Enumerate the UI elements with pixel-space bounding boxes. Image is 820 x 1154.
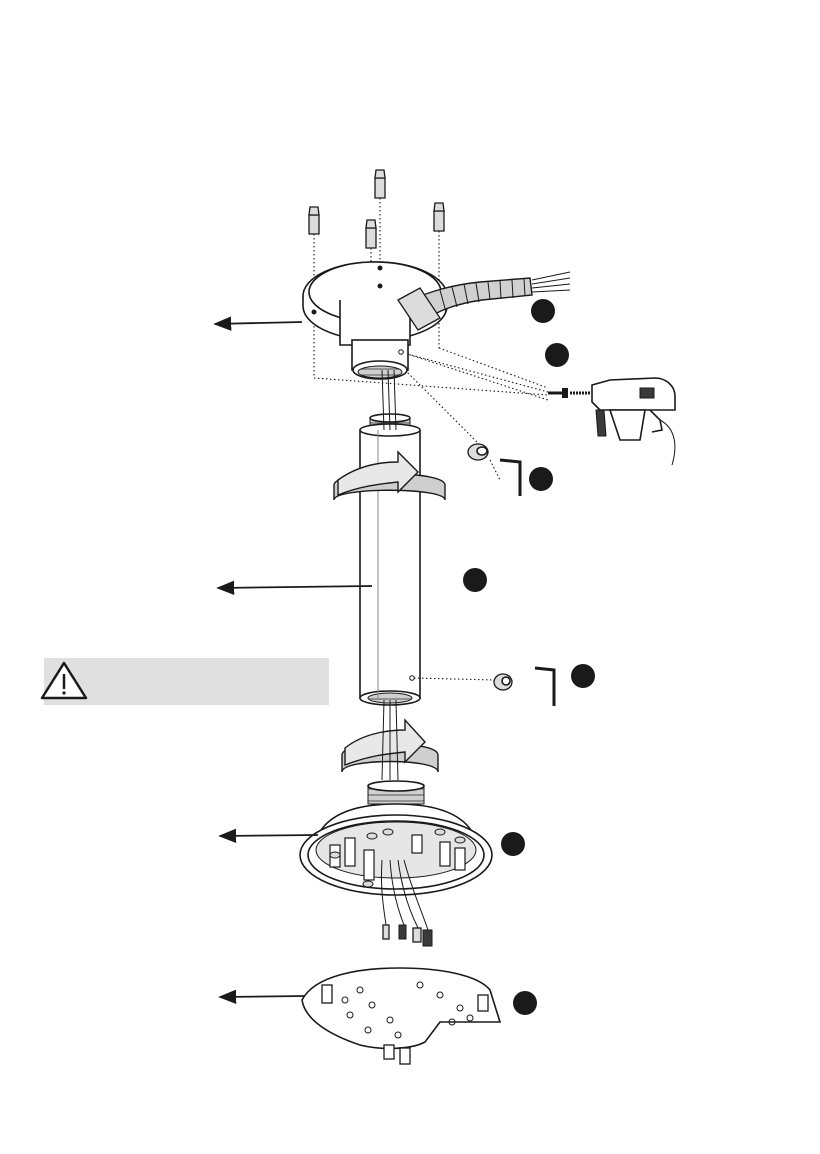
step-marker: [571, 664, 595, 688]
drill-icon: [570, 378, 675, 465]
wall-anchor-group: [309, 170, 444, 248]
mounting-plate: [302, 968, 500, 1064]
step-marker: [501, 832, 525, 856]
step-marker: [545, 343, 569, 367]
adapter-dome: [300, 781, 492, 895]
warning-panel: [42, 658, 329, 705]
hex-key-icon: [535, 668, 554, 706]
wall-anchor: [309, 207, 319, 234]
screw: [548, 388, 568, 398]
step-marker: [513, 991, 537, 1015]
set-screw: [494, 674, 512, 690]
wall-anchor: [434, 203, 444, 231]
step-marker: [463, 568, 487, 592]
wall-anchor: [366, 220, 376, 248]
hex-key-icon: [500, 460, 520, 496]
step-marker: [531, 299, 555, 323]
wall-anchor: [375, 170, 385, 198]
step-marker: [529, 467, 553, 491]
extension-pole: [360, 414, 420, 705]
set-screw: [468, 444, 488, 460]
